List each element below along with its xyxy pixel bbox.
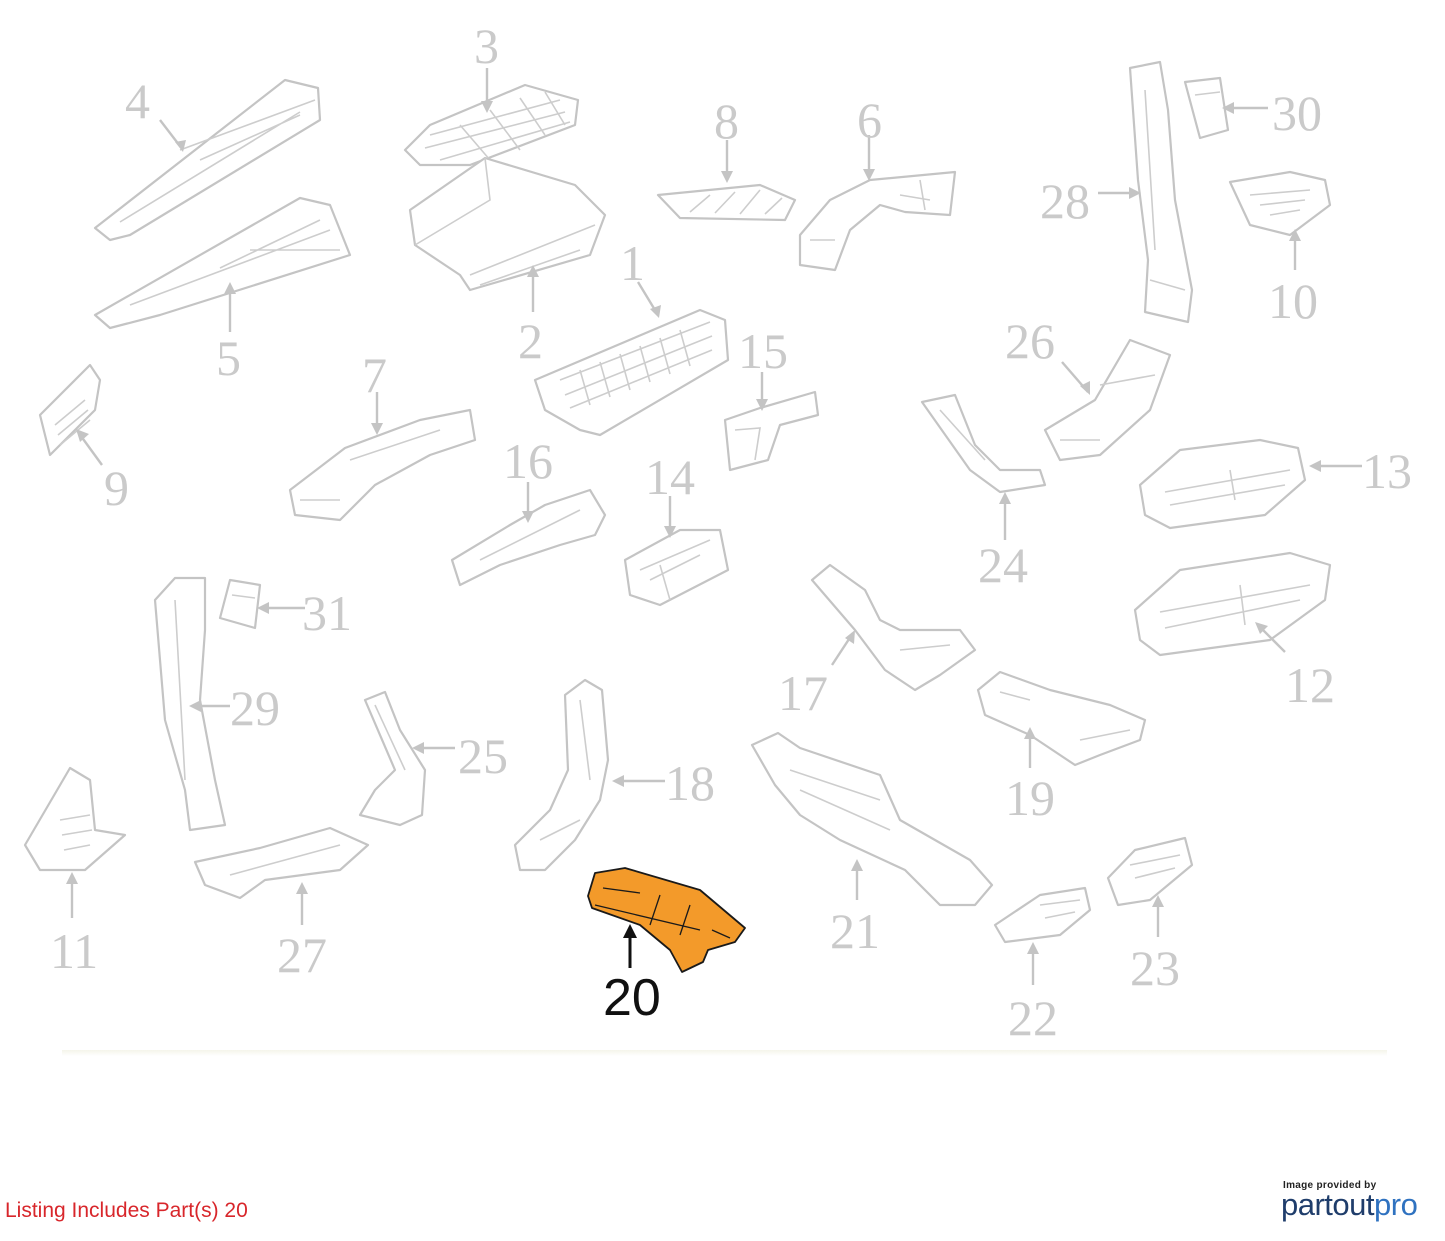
part-22-shape bbox=[993, 886, 1092, 944]
callout-1: 1 bbox=[620, 235, 645, 291]
callout-19: 19 bbox=[1005, 770, 1055, 826]
callout-9: 9 bbox=[104, 460, 129, 516]
callout-10: 10 bbox=[1268, 273, 1318, 329]
callout-31: 31 bbox=[302, 585, 352, 641]
part-23-shape bbox=[1106, 836, 1194, 907]
part-14-shape bbox=[623, 528, 730, 607]
part-15-shape bbox=[723, 390, 820, 472]
callout-numbers: 4 5 3 2 8 6 1 9 7 15 16 14 28 30 10 26 2… bbox=[50, 18, 1412, 1046]
callout-11: 11 bbox=[50, 923, 98, 979]
callout-6: 6 bbox=[857, 92, 882, 148]
part-24-shape bbox=[920, 393, 1047, 494]
part-25-shape bbox=[358, 690, 427, 827]
image-provided-by-text: Image provided by bbox=[1283, 1180, 1377, 1191]
part-31-shape bbox=[218, 578, 262, 630]
part-20-shape[interactable] bbox=[587, 867, 746, 973]
callout-2: 2 bbox=[518, 313, 543, 369]
part-8-shape bbox=[656, 183, 797, 222]
callout-8: 8 bbox=[714, 93, 739, 149]
callout-27: 27 bbox=[277, 927, 327, 983]
callout-25: 25 bbox=[458, 728, 508, 784]
part-10-shape bbox=[1228, 170, 1332, 237]
part-27-shape bbox=[193, 826, 370, 900]
part-6-shape bbox=[798, 170, 957, 272]
callout-30: 30 bbox=[1272, 85, 1322, 141]
callout-13: 13 bbox=[1362, 443, 1412, 499]
part-18-shape bbox=[513, 678, 610, 872]
part-7-shape bbox=[288, 408, 477, 522]
part-9-shape bbox=[38, 363, 102, 457]
callout-29: 29 bbox=[230, 680, 280, 736]
callout-3: 3 bbox=[474, 18, 499, 74]
callout-17: 17 bbox=[778, 665, 828, 721]
brand-pro: pro bbox=[1374, 1187, 1418, 1222]
callout-5: 5 bbox=[216, 330, 241, 386]
part-2-shape bbox=[408, 156, 607, 292]
part-11-shape bbox=[23, 766, 127, 872]
part-13-shape bbox=[1138, 438, 1307, 530]
footer-divider bbox=[62, 1050, 1387, 1056]
callout-24: 24 bbox=[978, 537, 1028, 593]
callout-22: 22 bbox=[1008, 990, 1058, 1046]
part-26-shape bbox=[1043, 338, 1172, 462]
callout-arrows bbox=[66, 68, 1362, 985]
callout-18: 18 bbox=[665, 755, 715, 811]
part-19-shape bbox=[976, 670, 1147, 767]
brand-partout: partout bbox=[1281, 1187, 1375, 1222]
part-3-shape bbox=[403, 83, 580, 167]
part-30-shape bbox=[1183, 76, 1230, 140]
callout-14: 14 bbox=[645, 449, 695, 505]
part-17-shape bbox=[810, 563, 977, 692]
part-4-shape bbox=[93, 78, 322, 242]
part-12-shape bbox=[1133, 551, 1332, 657]
callout-15: 15 bbox=[738, 323, 788, 379]
part-21-shape bbox=[750, 731, 994, 907]
listing-includes-text: Listing Includes Part(s) 20 bbox=[5, 1199, 248, 1222]
part-29-shape bbox=[153, 576, 227, 832]
callout-12: 12 bbox=[1285, 657, 1335, 713]
part-5-shape bbox=[93, 196, 352, 330]
callout-16: 16 bbox=[503, 433, 553, 489]
callout-20: 20 bbox=[603, 969, 661, 1027]
partoutpro-logo[interactable]: partoutpro bbox=[1281, 1187, 1418, 1223]
callout-7: 7 bbox=[362, 347, 387, 403]
callout-26: 26 bbox=[1005, 313, 1055, 369]
part-28-shape bbox=[1128, 60, 1194, 324]
callout-23: 23 bbox=[1130, 940, 1180, 996]
callout-28: 28 bbox=[1040, 173, 1090, 229]
callout-21: 21 bbox=[830, 903, 880, 959]
part-1-shape bbox=[533, 308, 730, 437]
callout-4: 4 bbox=[125, 73, 150, 129]
